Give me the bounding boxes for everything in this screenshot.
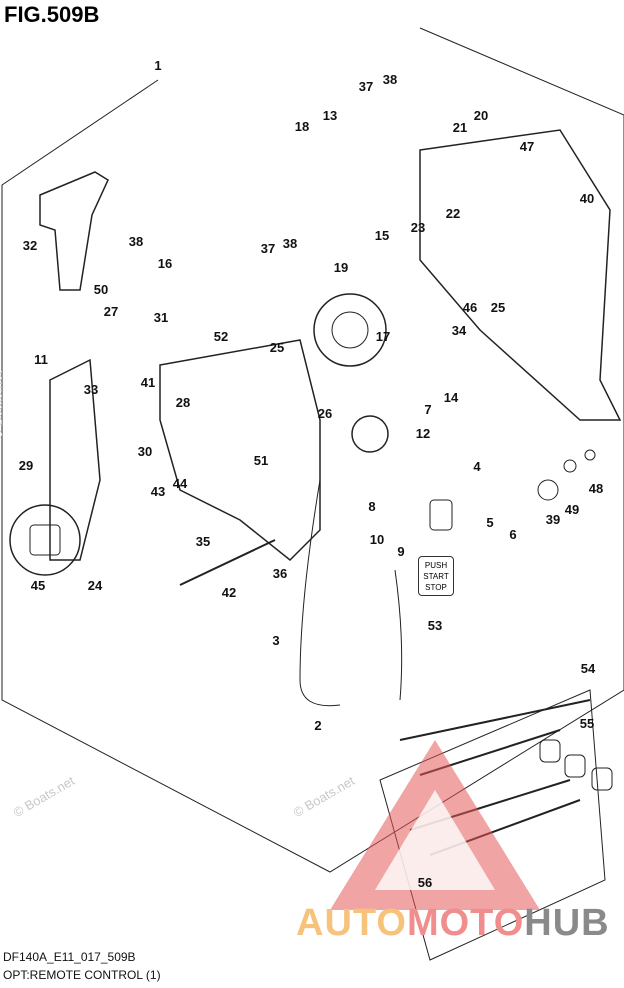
- kit-spacer: [539, 739, 561, 763]
- part-number-label: 24: [87, 578, 103, 593]
- part-number-label: 2: [314, 718, 322, 733]
- part-number-label: 37: [358, 79, 374, 94]
- part-number-label: 11: [34, 352, 48, 367]
- part-number-label: 6: [509, 527, 517, 542]
- part-number-label: 38: [282, 236, 298, 251]
- part-number-label: 38: [128, 234, 144, 249]
- brand-logo: AUTOMOTOHUB: [296, 902, 610, 944]
- part-number-label: 51: [253, 453, 269, 468]
- part-number-label: 54: [580, 661, 596, 676]
- control-housing: [159, 339, 321, 562]
- part-number-label: 27: [103, 304, 119, 319]
- friction-disk-hub: [331, 311, 369, 349]
- part-number-label: 56: [417, 875, 433, 890]
- button-text-stop: STOP: [425, 583, 447, 592]
- side-cover: [419, 129, 622, 421]
- lever-hub: [9, 504, 81, 576]
- part-number-label: 13: [322, 108, 338, 123]
- kit-bolt: [399, 699, 591, 741]
- brand-part-moto: MOTO: [406, 902, 525, 944]
- button-text-push: PUSH: [424, 561, 448, 570]
- frame-outline: [1, 27, 624, 873]
- part-number-label: 41: [140, 375, 156, 390]
- brand-logo-triangle-inner: [375, 790, 495, 890]
- brand-part-auto: AUTO: [296, 902, 407, 944]
- kit-spacer: [591, 767, 613, 791]
- part-number-label: 31: [153, 310, 169, 325]
- part-number-label: 22: [445, 206, 461, 221]
- part-number-label: 38: [382, 72, 398, 87]
- part-number-label: 16: [157, 256, 173, 271]
- spacer-39: [537, 479, 559, 501]
- part-number-label: 5: [486, 515, 494, 530]
- part-number-label: 43: [150, 484, 166, 499]
- part-number-label: 4: [473, 459, 481, 474]
- part-number-label: 52: [213, 329, 229, 344]
- part-number-label: 15: [374, 228, 390, 243]
- bolt-42: [179, 539, 276, 586]
- button-text-start: START: [423, 572, 449, 581]
- watermark-site: © Boats.net: [0, 370, 6, 439]
- part-number-label: 19: [333, 260, 349, 275]
- part-number-label: 10: [369, 532, 385, 547]
- part-number-label: 25: [490, 300, 506, 315]
- part-number-label: 48: [588, 481, 604, 496]
- washer-49: [563, 459, 577, 473]
- friction-disk: [313, 293, 387, 367]
- part-number-label: 25: [269, 340, 285, 355]
- brand-part-hub: HUB: [524, 902, 610, 944]
- part-number-label: 55: [579, 716, 595, 731]
- diagram-code: DF140A_E11_017_509B: [3, 950, 136, 964]
- part-number-label: 35: [195, 534, 211, 549]
- buzzer: [351, 415, 389, 453]
- part-number-label: 42: [221, 585, 237, 600]
- part-number-label: 53: [427, 618, 443, 633]
- part-number-label: 32: [22, 238, 38, 253]
- part-number-label: 1: [154, 58, 162, 73]
- part-number-label: 17: [375, 329, 391, 344]
- part-number-label: 37: [260, 241, 276, 256]
- push-start-stop-button-part: PUSH START STOP: [418, 556, 454, 596]
- part-number-label: 21: [452, 120, 468, 135]
- control-lever: [49, 358, 101, 561]
- part-number-label: 7: [424, 402, 432, 417]
- part-number-label: 9: [397, 544, 405, 559]
- lanyard: [394, 569, 403, 701]
- harness: [299, 479, 341, 707]
- figure-title: FIG.509B: [4, 2, 100, 27]
- part-number-label: 47: [519, 139, 535, 154]
- key-switch: [429, 499, 453, 531]
- part-number-label: 44: [172, 476, 188, 491]
- part-number-label: 39: [545, 512, 561, 527]
- part-number-label: 45: [30, 578, 46, 593]
- part-number-label: 3: [272, 633, 280, 648]
- part-number-label: 12: [415, 426, 431, 441]
- part-number-label: 36: [272, 566, 288, 581]
- part-number-label: 40: [579, 191, 595, 206]
- kit-spacer: [564, 754, 586, 778]
- part-number-label: 50: [93, 282, 109, 297]
- part-number-label: 14: [443, 390, 459, 405]
- diagram-caption: OPT:REMOTE CONTROL (1): [3, 968, 161, 982]
- part-number-label: 46: [462, 300, 478, 315]
- lever-emblem: [29, 524, 61, 556]
- part-number-label: 8: [368, 499, 376, 514]
- part-number-label: 18: [294, 119, 310, 134]
- part-number-label: 28: [175, 395, 191, 410]
- part-number-label: 33: [83, 382, 99, 397]
- part-number-label: 23: [410, 220, 426, 235]
- part-number-label: 29: [18, 458, 34, 473]
- handle-grip: [39, 171, 109, 291]
- part-number-label: 26: [317, 406, 333, 421]
- part-number-label: 49: [564, 502, 580, 517]
- nut-48: [584, 449, 596, 461]
- part-number-label: 30: [137, 444, 153, 459]
- part-number-label: 20: [473, 108, 489, 123]
- part-number-label: 34: [451, 323, 467, 338]
